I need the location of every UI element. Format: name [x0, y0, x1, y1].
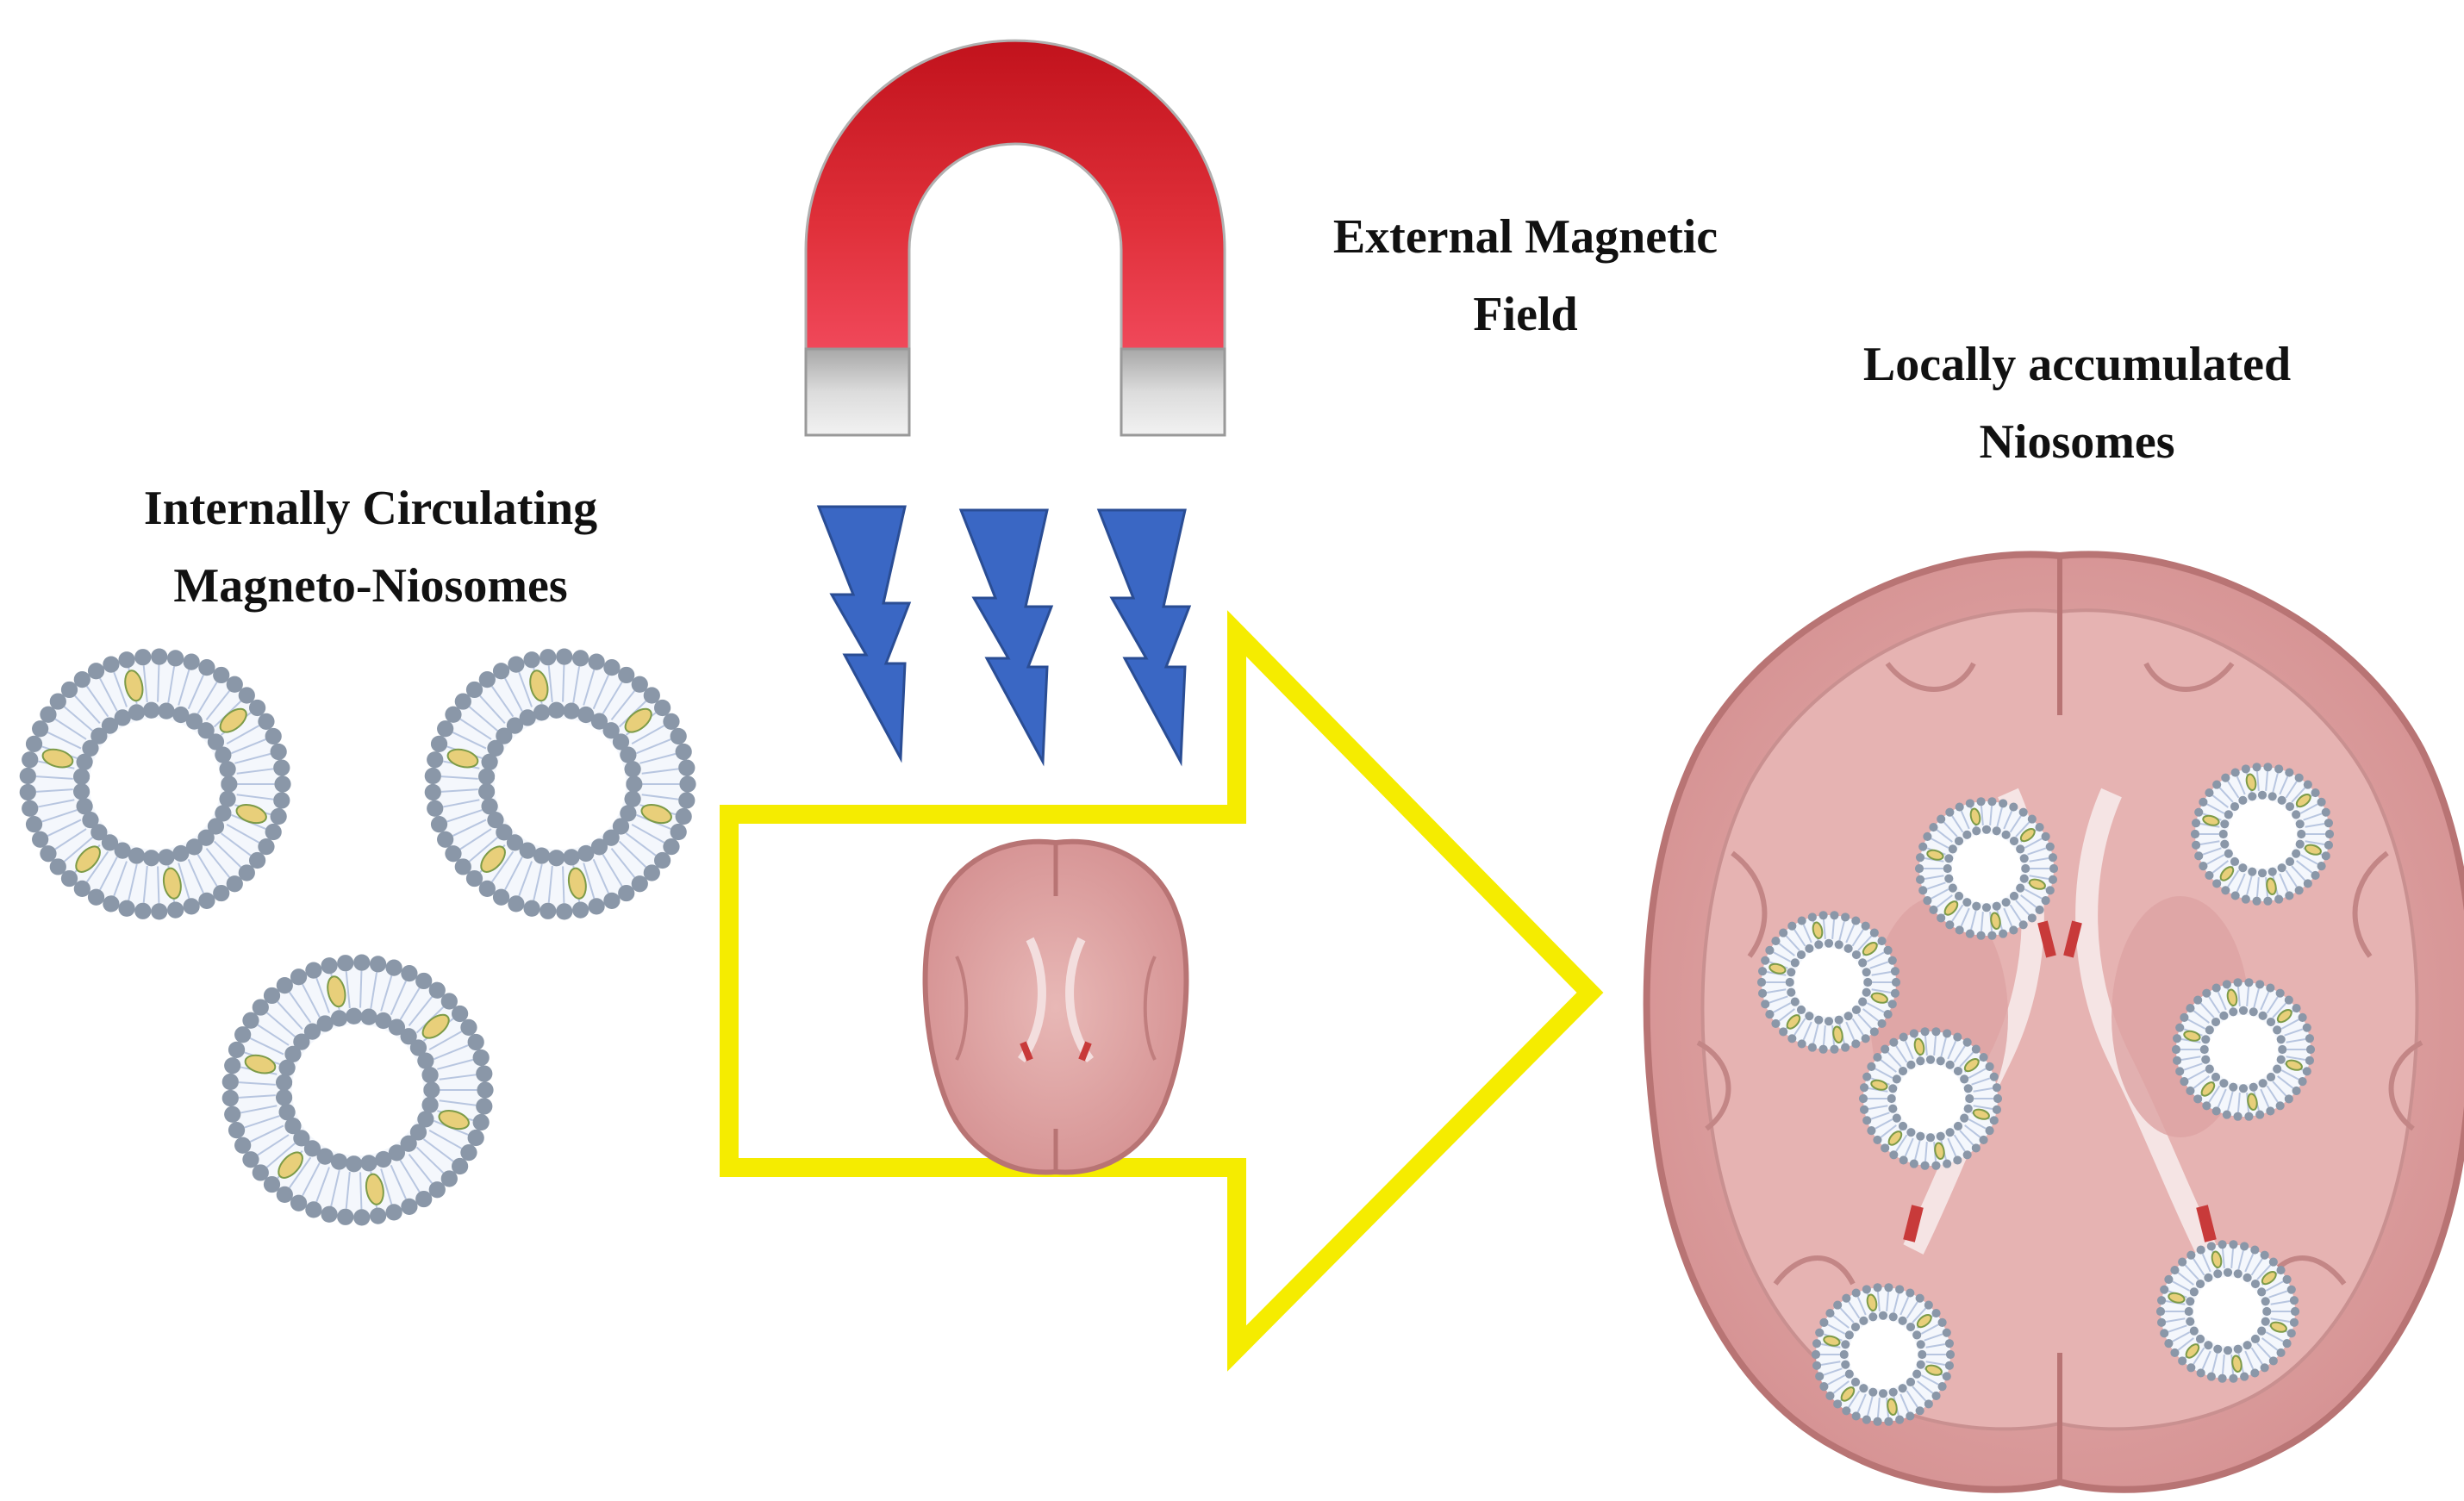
niosome-vesicle-icon — [1811, 1283, 1956, 1426]
arrow-outline — [720, 610, 1604, 1372]
lightning-bolt-icon — [958, 508, 1054, 767]
label-line: Internally Circulating — [143, 482, 598, 535]
niosome-vesicle-icon — [1858, 1027, 2003, 1170]
label-internally-circulating: Internally Circulating Magneto-Niosomes — [52, 470, 689, 625]
niosome-vesicle-icon — [1756, 911, 1901, 1054]
niosome-vesicle-icon — [19, 648, 291, 920]
label-line: Field — [1473, 288, 1578, 341]
label-line: Magneto-Niosomes — [173, 559, 568, 613]
label-locally-accumulated: Locally accumulated Niosomes — [1775, 326, 2379, 481]
niosome-vesicle-icon — [1914, 797, 2059, 940]
label-line: External Magnetic — [1332, 210, 1719, 264]
label-line: Locally accumulated — [1862, 338, 2292, 391]
label-line: Niosomes — [1979, 415, 2175, 469]
niosome-vesicle-icon — [2155, 1240, 2300, 1383]
horseshoe-magnet-icon — [804, 39, 1226, 437]
brain-axial-section-icon — [922, 838, 1189, 1175]
niosome-vesicle-icon — [2190, 763, 2335, 906]
niosome-vesicle-icon — [221, 954, 494, 1226]
lightning-bolt-icon — [1096, 508, 1192, 767]
field-lines — [816, 505, 1192, 767]
niosome-vesicle-icon — [2171, 978, 2316, 1121]
lightning-bolt-icon — [816, 505, 912, 763]
niosome-vesicle-icon — [424, 648, 696, 920]
label-external-magnetic-field: External Magnetic Field — [1250, 198, 1801, 353]
